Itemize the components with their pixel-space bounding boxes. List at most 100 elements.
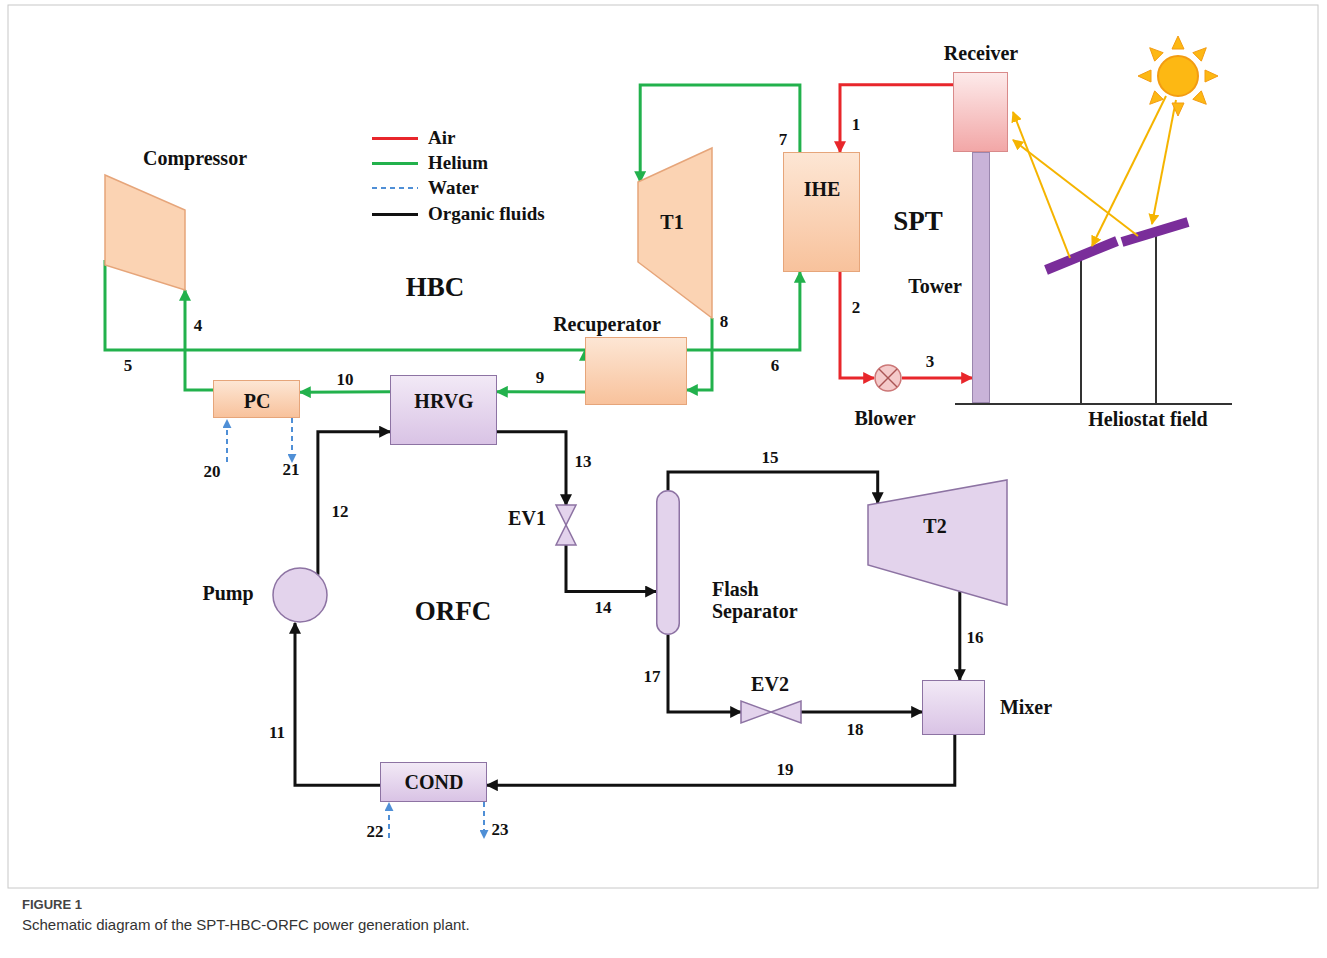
tower: Tower [972,152,990,403]
node-label: Tower [908,275,962,297]
node-label: Mixer [1000,696,1052,718]
state-number: 11 [267,724,287,743]
legend-text: Organic fluids [428,204,545,225]
hrvg-box: HRVG [390,375,497,445]
state-number: 1 [850,116,863,135]
blower-shape [874,364,902,392]
state-number: 6 [769,357,782,376]
recuperator: Recuperator [585,337,687,405]
subsystem-label: ORFC [415,597,492,627]
blower: Blower [874,364,902,392]
node-label: Pump [202,582,253,604]
flow-line [566,545,656,592]
node-label: COND [405,771,464,793]
state-number: 20 [204,463,221,482]
flow-line [958,591,961,680]
flow-line [640,85,800,182]
turbine: T1 [638,148,712,318]
flash-separator: Flash Separator [656,490,680,635]
node-label: EV2 [751,673,789,695]
state-number: 13 [573,453,594,472]
precooler: PC [213,380,300,418]
state-number: 19 [775,761,796,780]
state-number: 15 [760,449,781,468]
state-number: 14 [593,599,614,618]
state-number: 2 [850,299,863,318]
sun-rays [1013,96,1176,258]
field-label: Heliostat field [1088,408,1207,430]
node-label: Flash Separator [712,578,824,622]
flow-line [840,272,874,378]
flow-line [687,318,712,390]
pump-shape [272,567,328,623]
receiver: Receiver [953,72,1008,152]
state-number: 16 [965,629,986,648]
state-number: 22 [367,823,384,842]
figure-frame [8,5,1318,888]
node-label: T1 [660,211,683,233]
flow-line [300,390,390,393]
state-number: 23 [492,821,509,840]
flow-line [318,432,390,575]
caption: Schematic diagram of the SPT-HBC-ORFC po… [22,916,470,933]
legend-swatch [372,213,418,216]
state-number: 7 [777,131,790,150]
legend-swatch [372,137,418,140]
heat-exchanger: IHE [783,152,860,272]
pump: Pump [272,567,328,623]
legend-swatch [372,162,418,165]
node-label: EV1 [508,507,546,529]
legend-text: Air [428,128,455,149]
flow-line [840,85,953,152]
expansion-valve-shape [556,505,576,545]
sun [1138,36,1218,116]
heliostat-field [955,222,1232,404]
expansion-valve-shape [741,701,801,723]
state-number: 10 [335,371,356,390]
node-label: T2 [923,515,946,537]
expansion-valve: EV2 [741,701,801,723]
legend-text: Water [428,178,479,199]
turbine-shape [638,148,712,318]
node-label: IHE [804,178,841,200]
state-number: 21 [283,461,300,480]
flow-line [668,472,878,503]
flow-line [497,432,566,505]
flash-separator-shape [656,490,680,635]
turbine: T2 [868,480,1007,605]
compressor: Compressor [105,175,185,290]
water-lines [227,188,484,838]
state-number: 3 [924,353,937,372]
figure-number: FIGURE 1 [22,898,82,912]
flow-line [801,710,922,713]
legend-text: Helium [428,153,488,174]
turbine-shape [868,480,1007,605]
state-number: 12 [330,503,351,522]
state-number: 5 [122,357,135,376]
state-number: 18 [845,721,866,740]
mixer: Mixer [922,680,985,735]
state-number: 4 [192,317,205,336]
state-number: 8 [718,313,731,332]
flow-line [487,735,955,785]
compressor-shape [105,175,185,290]
node-label: Receiver [944,42,1018,64]
node-label: Compressor [143,147,247,169]
node-label: Blower [854,407,915,429]
legend-water-sample [372,187,418,189]
flow-line [668,635,741,712]
node-label: Recuperator [553,313,661,335]
flow-line [902,376,972,379]
subsystem-label: HBC [406,273,465,303]
flow-line [295,623,380,785]
state-number: 9 [534,369,547,388]
node-label: PC [244,390,271,412]
expansion-valve: EV1 [556,505,576,545]
flow-line [185,290,213,390]
subsystem-label: SPT [893,207,943,237]
state-number: 17 [642,668,663,687]
condenser: COND [380,762,487,802]
flow-line [497,390,585,393]
